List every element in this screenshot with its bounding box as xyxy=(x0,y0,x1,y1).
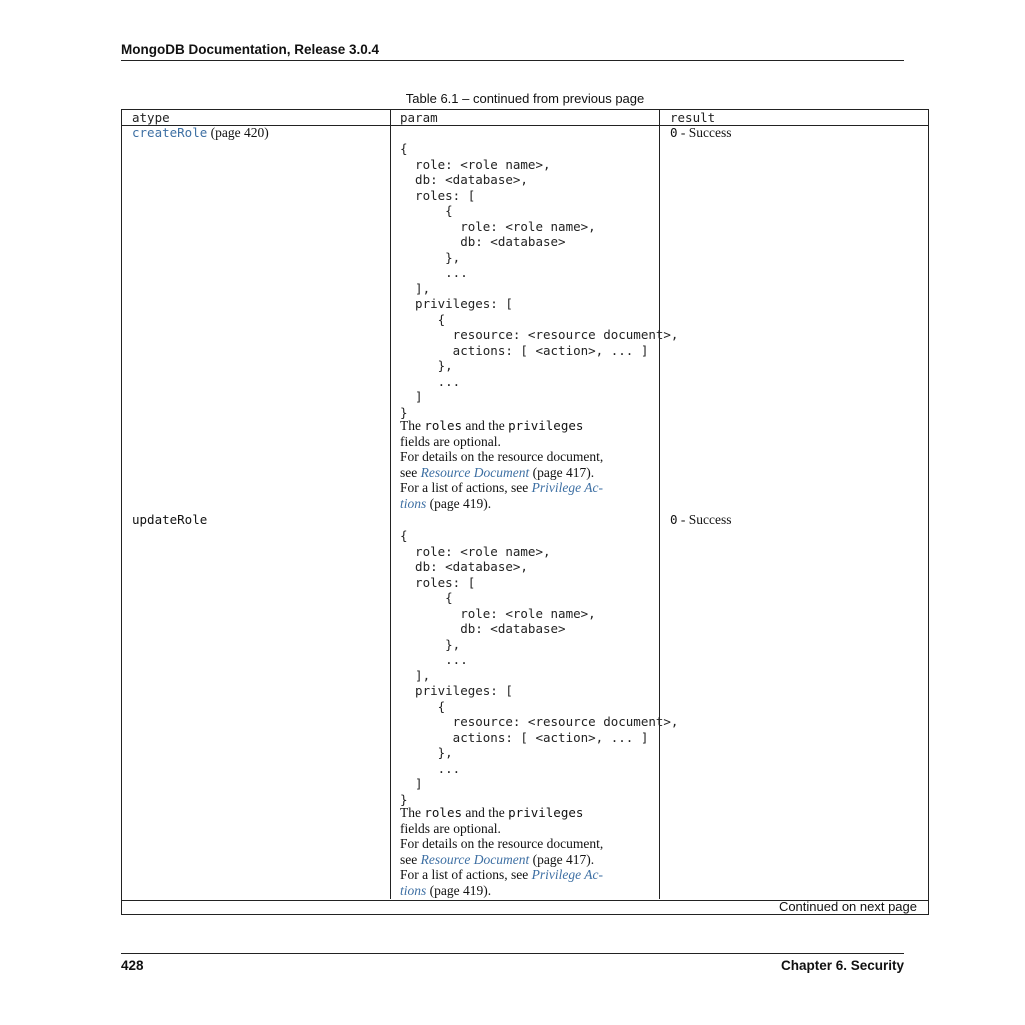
footer-separator xyxy=(122,900,928,901)
result-cell: 0 - Success xyxy=(670,512,732,528)
atype-cell: updateRole xyxy=(132,512,208,527)
param-code-block: { role: <role name>, db: <database>, rol… xyxy=(400,141,679,420)
chapter-title: Chapter 6. Security xyxy=(780,958,904,973)
note-text: fields are optional. xyxy=(400,433,501,449)
column-header-param: param xyxy=(400,110,438,125)
note-text: The xyxy=(400,805,421,820)
page-number: 428 xyxy=(121,958,144,973)
inline-code: privileges xyxy=(508,805,584,820)
note-text: The xyxy=(400,418,421,433)
result-code: 0 xyxy=(670,125,678,140)
resource-document-link[interactable]: Resource Document xyxy=(420,851,530,867)
page-ref: (page 420) xyxy=(210,125,269,140)
privilege-actions-link[interactable]: Privilege Ac- xyxy=(531,867,603,882)
page-ref: (page 417). xyxy=(532,851,595,867)
privilege-actions-link[interactable]: tions xyxy=(400,882,427,898)
column-header-result: result xyxy=(670,110,716,125)
param-notes: The roles and the privileges fields are … xyxy=(400,418,662,511)
table-row: createRole (page 420) { role: <role name… xyxy=(122,125,928,511)
header-separator xyxy=(122,125,928,126)
result-cell: 0 - Success xyxy=(670,125,732,141)
note-text: fields are optional. xyxy=(400,820,501,836)
inline-code: roles xyxy=(424,418,463,433)
column-divider xyxy=(390,110,391,899)
continued-note: Continued on next page xyxy=(778,899,917,914)
atype-cell: createRole (page 420) xyxy=(132,125,269,141)
privilege-actions-link[interactable]: Privilege Ac- xyxy=(531,480,603,495)
note-text: and the xyxy=(465,805,505,820)
column-divider xyxy=(659,110,660,899)
footer-rule xyxy=(121,953,904,954)
inline-code: privileges xyxy=(508,418,584,433)
details-text: see xyxy=(400,464,418,480)
inline-code: roles xyxy=(424,805,463,820)
page-ref: (page 419). xyxy=(429,495,492,511)
details-text: see xyxy=(400,851,418,867)
page-ref: (page 417). xyxy=(532,464,595,480)
result-text: - Success xyxy=(680,512,732,527)
running-header: MongoDB Documentation, Release 3.0.4 xyxy=(121,42,380,57)
actions-text: For a list of actions, see xyxy=(400,480,529,495)
details-text: For details on the resource document, xyxy=(400,836,604,851)
privilege-actions-link[interactable]: tions xyxy=(400,495,427,511)
table-row: updateRole { role: <role name>, db: <dat… xyxy=(122,512,928,900)
table-caption: Table 6.1 – continued from previous page xyxy=(405,91,645,106)
note-text: and the xyxy=(465,418,505,433)
param-notes: The roles and the privileges fields are … xyxy=(400,805,662,898)
column-header-atype: atype xyxy=(132,110,170,125)
details-text: For details on the resource document, xyxy=(400,449,604,464)
result-code: 0 xyxy=(670,512,678,527)
page-ref: (page 419). xyxy=(429,882,492,898)
data-table: atype param result createRole (page 420)… xyxy=(121,109,929,915)
actions-text: For a list of actions, see xyxy=(400,867,529,882)
result-text: - Success xyxy=(680,125,732,140)
createrole-link[interactable]: createRole xyxy=(132,125,208,140)
resource-document-link[interactable]: Resource Document xyxy=(420,464,530,480)
param-code-block: { role: <role name>, db: <database>, rol… xyxy=(400,528,679,807)
header-rule xyxy=(121,60,904,61)
